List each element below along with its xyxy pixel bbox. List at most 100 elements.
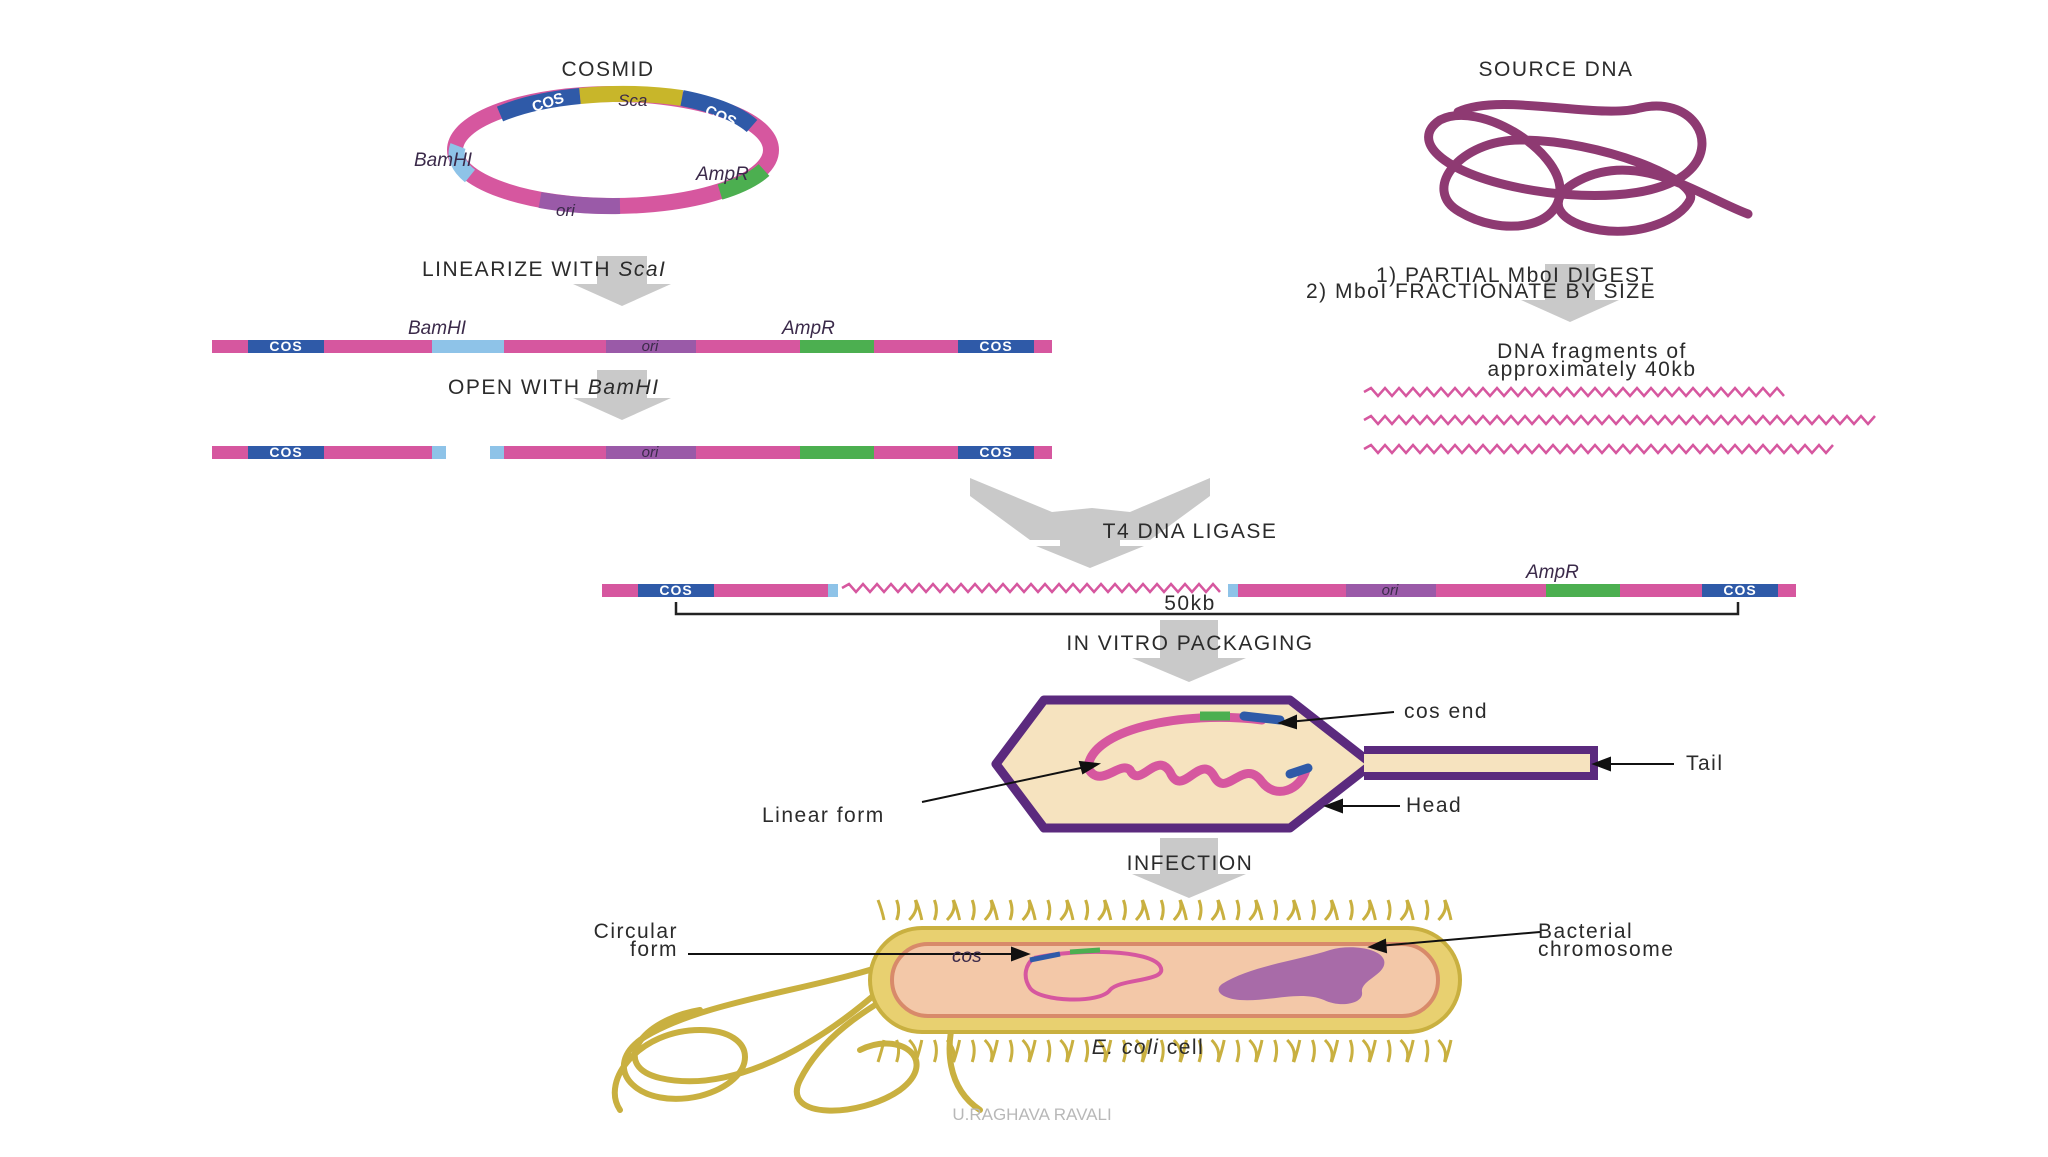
step-packaging: IN VITRO PACKAGING (1066, 632, 1313, 655)
pilus (1424, 1039, 1430, 1063)
callout-circular-1: Circular (594, 920, 678, 943)
svg-text:ori: ori (642, 338, 659, 355)
open-ori (606, 446, 696, 459)
pilus (1386, 1039, 1392, 1063)
callout-linear-form: Linear form (762, 804, 885, 827)
source-dna-title: SOURCE DNA (1478, 58, 1633, 81)
recomb-cos-left (638, 584, 714, 597)
fragments-label-2: approximately 40kb (1487, 358, 1696, 381)
pilus (1059, 899, 1070, 922)
arrow-linearize (573, 256, 671, 306)
phage-tail-tube (1364, 746, 1598, 780)
pilus (1348, 899, 1354, 921)
pilus (1424, 899, 1430, 921)
pilus (970, 1039, 976, 1063)
pilus (1330, 1039, 1340, 1063)
callout-circular-2: form (630, 938, 678, 961)
phage-head (991, 695, 1377, 833)
ecoli-flagella (611, 957, 983, 1114)
pilus (1103, 899, 1113, 921)
pilus (970, 899, 976, 921)
pilus (1405, 1039, 1415, 1063)
pilus (895, 1039, 901, 1063)
pilus (1141, 899, 1151, 921)
size-bracket (674, 602, 1740, 616)
ring-segment-ori (538, 192, 621, 215)
pilus (1254, 1039, 1264, 1063)
pilus (1008, 1039, 1014, 1063)
pilus (1210, 899, 1221, 922)
pilus (1216, 1039, 1226, 1063)
pilus (1197, 899, 1203, 921)
author-watermark: U.RAGHAVA RAVALI (952, 1105, 1111, 1124)
source-dna-coil (1424, 100, 1753, 236)
linear-cos-right (958, 340, 1034, 353)
pilus (952, 1039, 962, 1063)
pilus (1178, 1039, 1188, 1063)
callout-bacterial-1: Bacterial (1538, 920, 1633, 943)
pilus (983, 1038, 994, 1063)
digest-step-2: 2) MboI FRACTIONATE BY SIZE (1306, 280, 1656, 303)
pilus (1310, 899, 1316, 921)
step-ligase: T4 DNA LIGASE (1103, 520, 1278, 543)
pilus (1367, 1039, 1377, 1063)
ecoli-pili (876, 899, 1453, 1063)
pilus (1046, 1039, 1052, 1063)
pilus (1121, 899, 1127, 921)
pilus (1008, 899, 1014, 921)
dna-fragment (1363, 414, 1876, 426)
svg-text:COS: COS (269, 444, 302, 460)
callout-bacterial-2: chromosome (1538, 938, 1674, 961)
svg-text:COS: COS (979, 338, 1012, 354)
svg-text:ori: ori (642, 444, 659, 461)
pilus (1361, 899, 1372, 922)
bacterial-chromosome (1218, 947, 1385, 1005)
pilus (989, 1039, 999, 1063)
pilus (1235, 899, 1241, 921)
step-linearize: LINEARIZE WITH ScaI (422, 258, 666, 281)
pilus (1248, 899, 1259, 922)
pilus (1286, 1038, 1296, 1063)
pilus (1172, 899, 1183, 922)
pilus (908, 899, 918, 922)
pilus (1286, 899, 1296, 922)
ring-segment-sca (579, 85, 684, 106)
step-open: OPEN WITH BamHI (448, 376, 660, 399)
pilus (1330, 899, 1340, 921)
pilus (952, 899, 962, 921)
callout-cos-end: cos end (1404, 700, 1488, 723)
ecoli-callouts (688, 931, 1541, 962)
pilus (1254, 899, 1264, 921)
linear-cosmid: COS ori COS (212, 338, 1052, 355)
pilus (1443, 1039, 1453, 1063)
phage (991, 695, 1598, 833)
pilus (983, 899, 994, 922)
cosmid-title: COSMID (562, 58, 655, 81)
pilus (932, 899, 938, 921)
pilus (1065, 899, 1075, 921)
pilus (1197, 1039, 1203, 1063)
ring-segment-cos-left (496, 88, 581, 122)
pilus (1248, 1038, 1259, 1063)
recombinant-label-ampr: AmpR (1525, 562, 1579, 583)
pilus (945, 899, 956, 922)
pilus (932, 1039, 938, 1063)
pilus (1235, 1039, 1241, 1063)
pilus (876, 1039, 886, 1063)
pilus (1399, 899, 1410, 922)
ring-label-ampr: AmpR (695, 164, 749, 185)
callout-cos-small: cos (952, 946, 982, 967)
svg-text:COS: COS (269, 338, 302, 354)
pilus (990, 899, 999, 921)
pilus (1399, 1038, 1410, 1063)
ring-label-bamhi: BamHI (414, 150, 473, 171)
pilus (1210, 1038, 1221, 1063)
dna-fragment (1363, 443, 1834, 455)
open-ampr (800, 446, 874, 459)
pilus (1134, 899, 1145, 922)
svg-text:COS: COS (659, 582, 692, 598)
process-arrows (573, 256, 1619, 898)
pilus (1121, 1039, 1127, 1063)
